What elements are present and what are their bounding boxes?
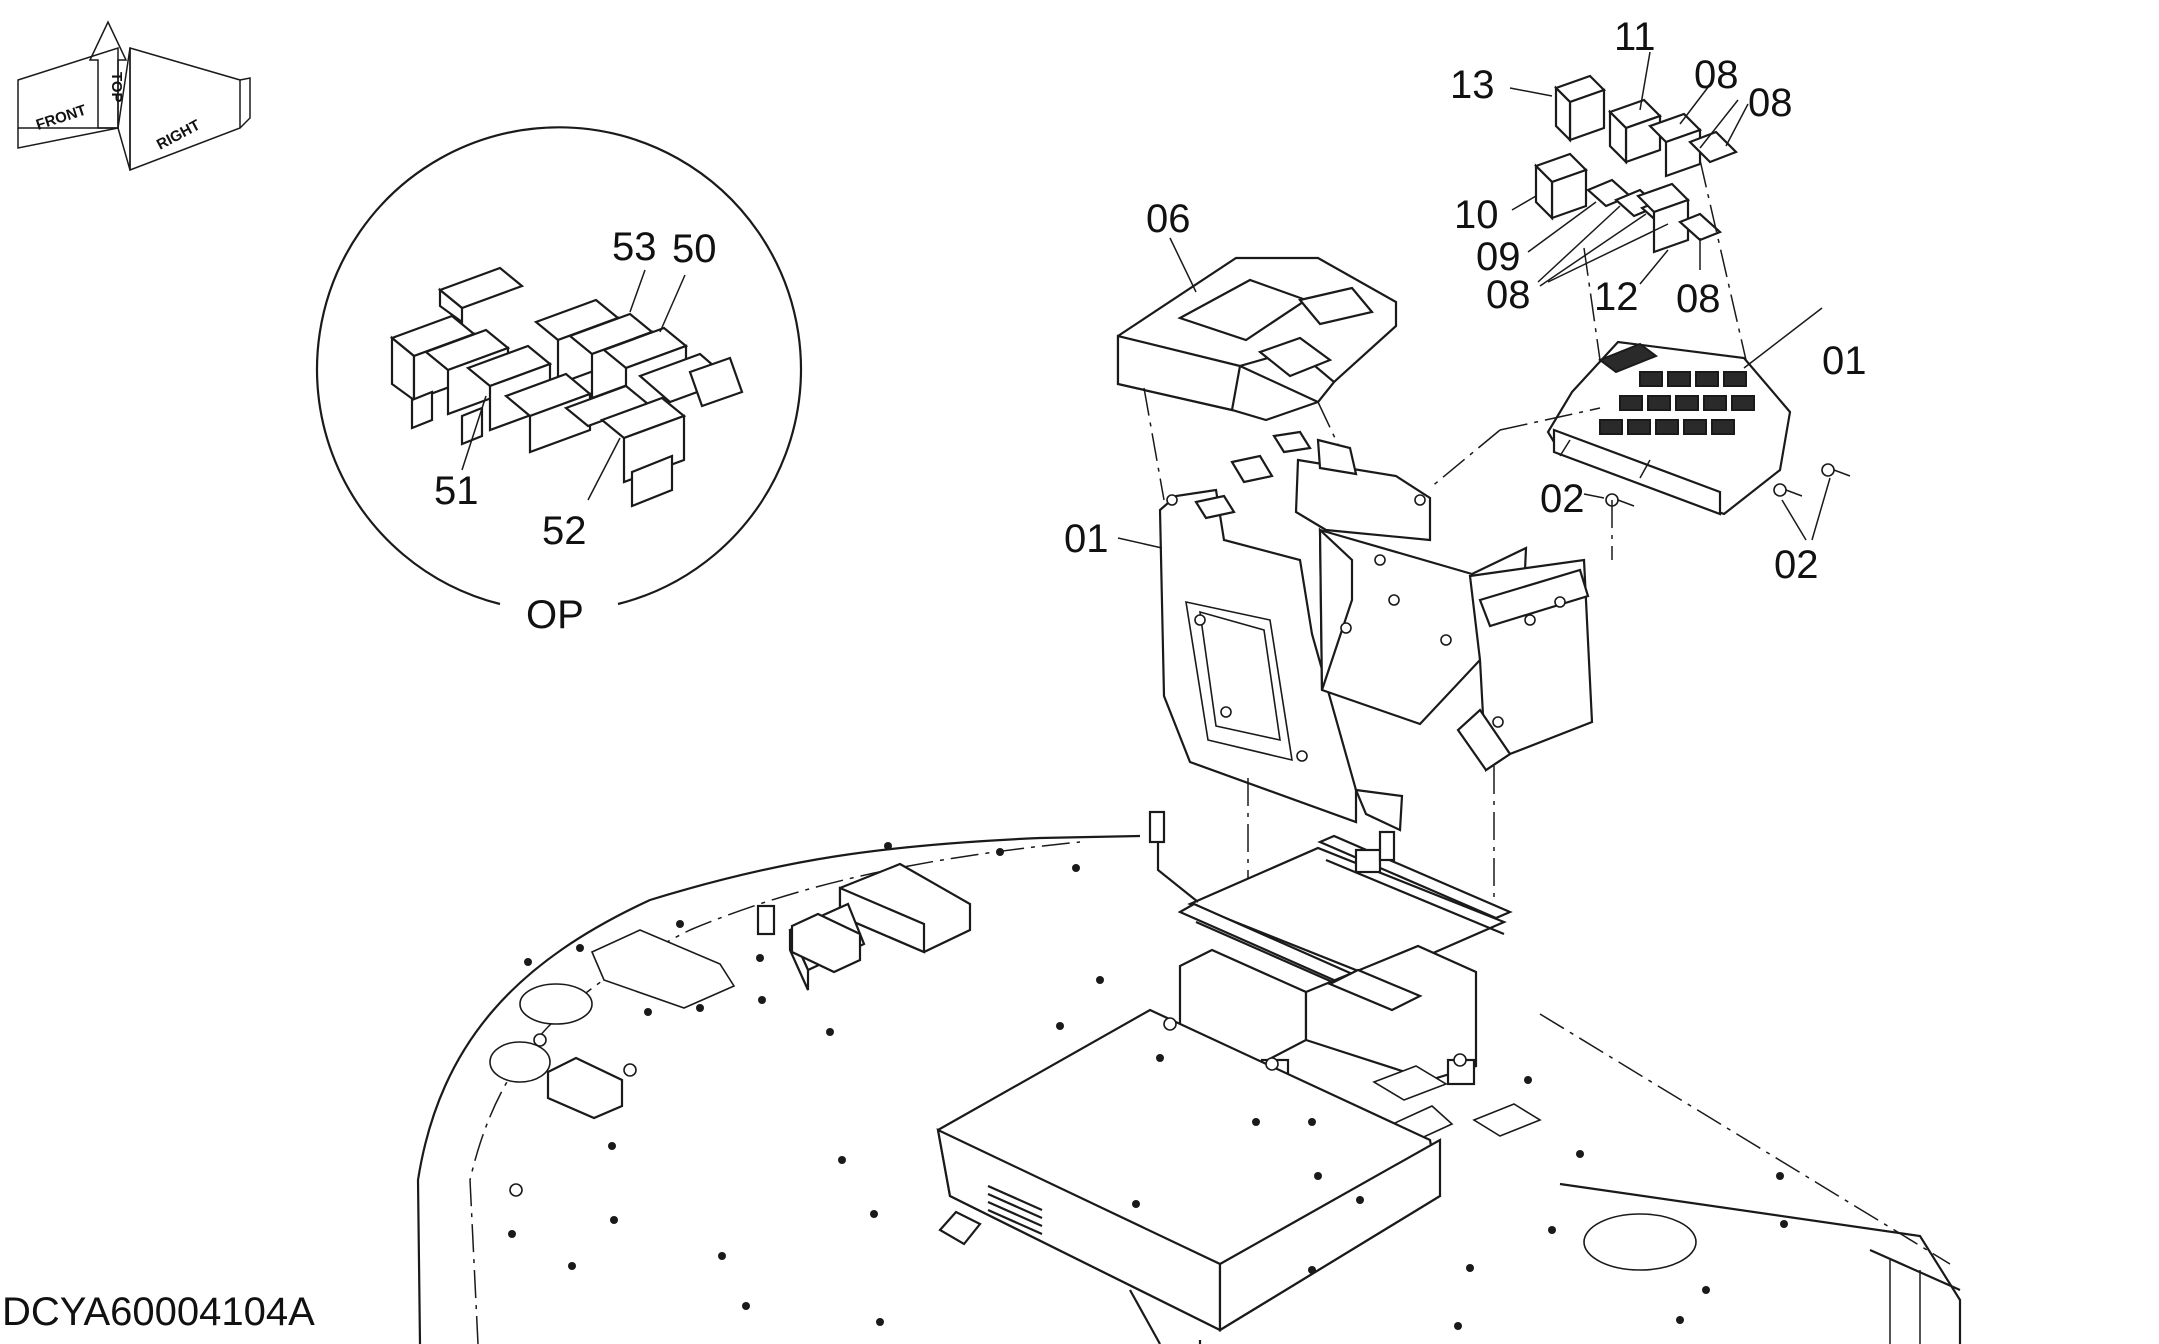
callout-12: 12 [1594,275,1639,319]
callout-51: 51 [434,469,479,513]
switch-slots [1599,371,1755,435]
panel-screws [1605,463,1851,507]
callout-10: 10 [1454,193,1499,237]
callout-08-middle: 08 [1486,273,1531,317]
plate-holes [508,842,1788,1330]
top-label: TOP [108,72,125,103]
callout-52: 52 [542,509,587,553]
callout-02-left: 02 [1540,477,1585,521]
console-cover [1116,256,1398,422]
console-frame [1158,430,1594,832]
orientation-icon: FRONT TOP RIGHT [17,20,251,172]
callout-53: 53 [612,225,657,269]
callout-06: 06 [1146,197,1191,241]
detail-label: OP [526,593,584,637]
detail-circle: OP [315,126,803,637]
front-label: FRONT [34,102,88,134]
callout-11: 11 [1614,15,1656,59]
drawing-code: DCYA60004104A [2,1290,315,1334]
seat-rails [1148,810,1513,1004]
switch-group-top [1533,74,1738,254]
detail-switch-cluster [389,266,744,508]
callout-08-top-right: 08 [1748,81,1793,125]
seat-pedestal [1178,944,1478,1086]
right-label: RIGHT [154,117,203,154]
callout-13: 13 [1450,63,1495,107]
switch-panel [1546,340,1792,516]
callout-08-right: 08 [1676,277,1721,321]
callout-01-panel: 01 [1822,339,1867,383]
callout-01-frame: 01 [1064,517,1109,561]
callout-50: 50 [672,227,717,271]
vent-slots [987,1184,1043,1236]
base-plate [416,834,1962,1344]
callout-02-right: 02 [1774,543,1819,587]
callout-09: 09 [1476,235,1521,279]
callout-08-top: 08 [1694,53,1739,97]
